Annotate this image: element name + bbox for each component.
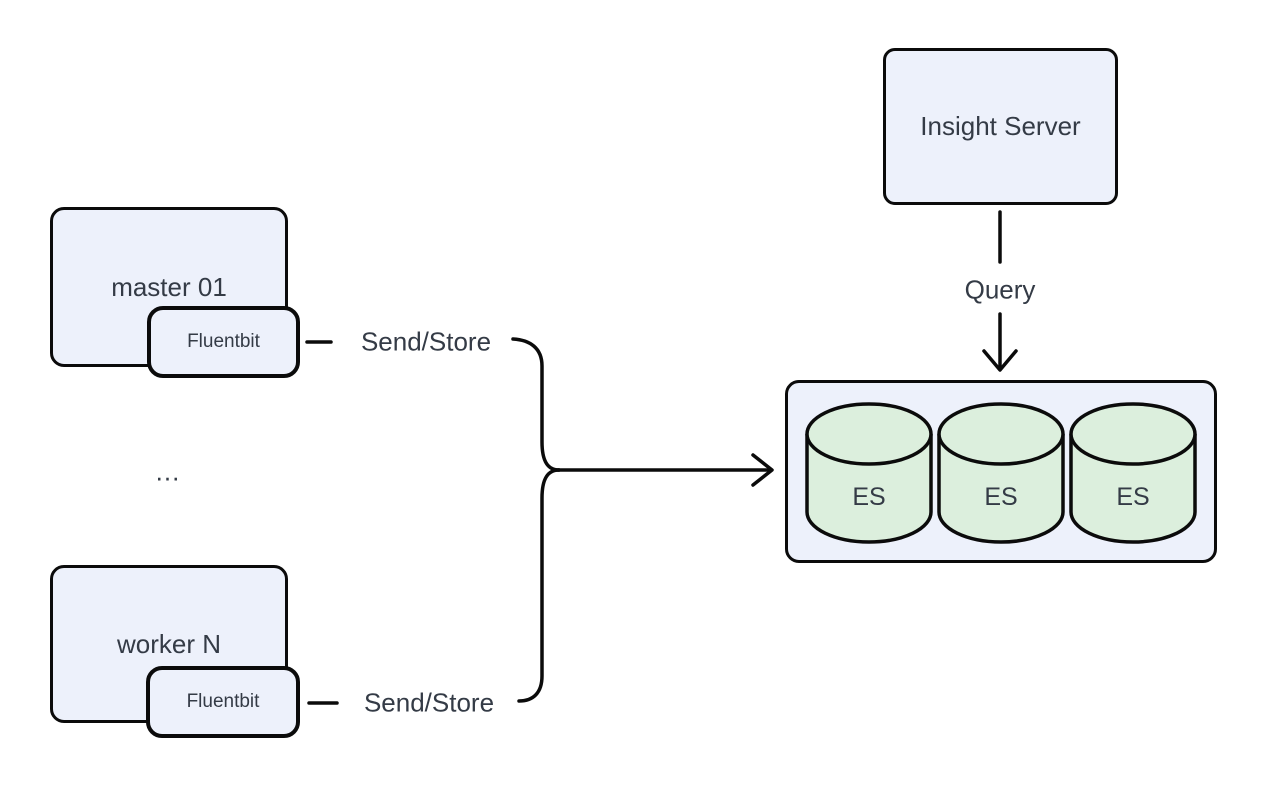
merge-brace-top [511, 337, 561, 472]
node-fluentbit-worker-label: Fluentbit [186, 691, 260, 712]
edge-label-query: Query [964, 274, 1036, 305]
merge-arrowhead-icon [751, 453, 774, 487]
more-nodes-ellipsis: ... [155, 456, 181, 487]
db-cylinder-2-label: ES [984, 483, 1018, 511]
node-fluentbit-worker: Fluentbit [146, 666, 300, 738]
node-insight-server-label: Insight Server [920, 111, 1081, 141]
query-arrowhead-icon [982, 349, 1018, 372]
node-es-cluster [785, 380, 1217, 563]
db-cylinder-3-label: ES [1116, 483, 1150, 511]
node-insight-server: Insight Server [883, 48, 1118, 205]
node-fluentbit-master: Fluentbit [147, 306, 300, 378]
edge-label-send-store-bottom: Send/Store [363, 687, 495, 718]
edge-label-send-store-top: Send/Store [360, 326, 492, 357]
merge-brace-bottom [517, 468, 561, 703]
node-fluentbit-master-label: Fluentbit [187, 331, 260, 352]
db-cylinder-1-label: ES [852, 483, 886, 511]
node-master-label: master 01 [111, 271, 227, 302]
node-worker-label: worker N [116, 628, 221, 659]
